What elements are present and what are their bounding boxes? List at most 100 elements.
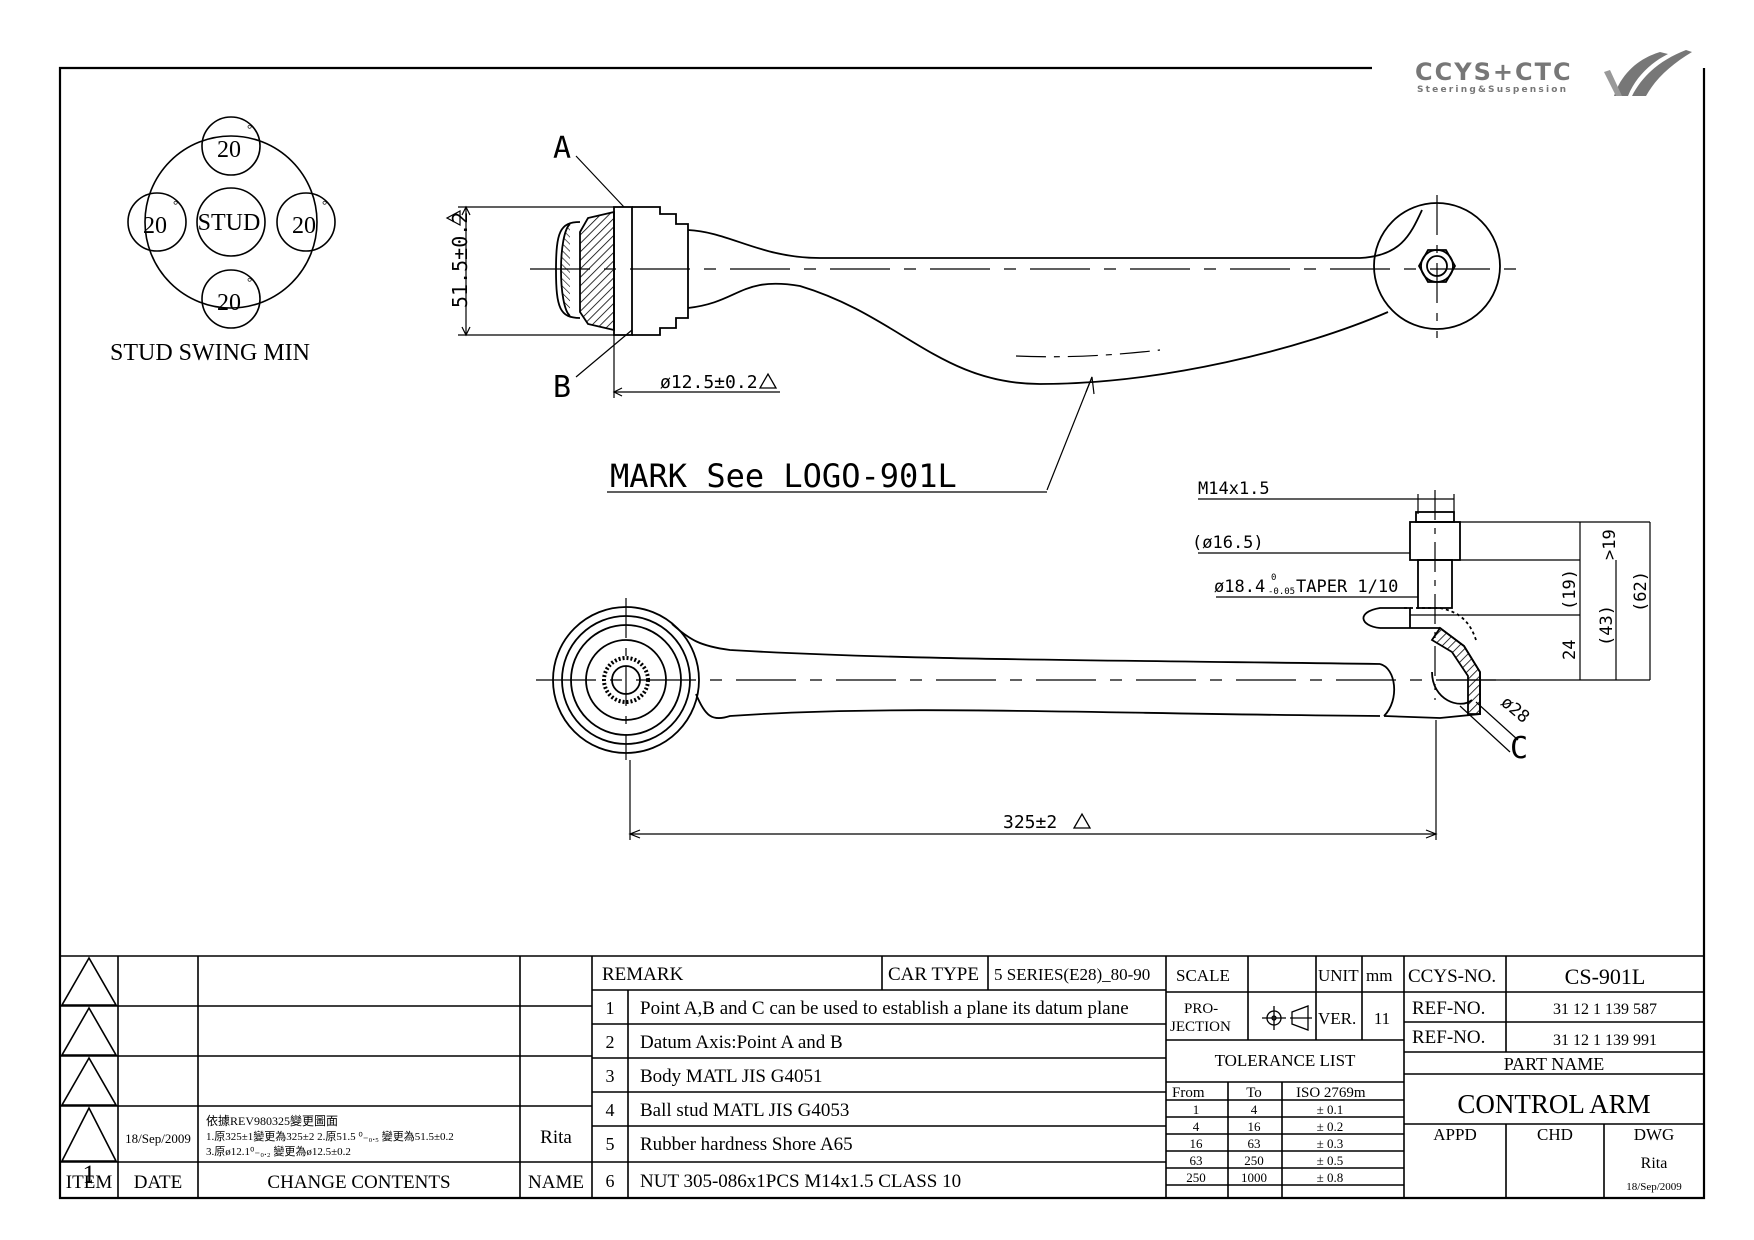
bushing-housing: [632, 206, 689, 336]
rev-change-line-3: 3.原ø12.1⁰₋₀.₂ 變更為ø12.5±0.2: [206, 1144, 351, 1158]
tol-iso-1: ± 0.1: [1317, 1102, 1344, 1117]
bushing-cap-hatch: [560, 223, 571, 317]
revision-triangle-icon: [60, 956, 118, 1006]
tol-to-1: 4: [1251, 1102, 1258, 1117]
bushing-flange: [613, 206, 633, 336]
rev-header-date: DATE: [134, 1172, 183, 1193]
part-name-value: CONTROL ARM: [1457, 1089, 1650, 1119]
arm-lower-edge: [687, 282, 1389, 385]
housing-section-hatch: [1430, 626, 1481, 715]
top-view-centerlines: [530, 195, 1520, 358]
swing-angle-top: 20: [217, 137, 241, 163]
swing-outer-circle: [144, 135, 318, 309]
swing-top-circle: [201, 116, 261, 176]
revision-triangles: [60, 956, 118, 1162]
stud-swing-diagram: [127, 116, 336, 329]
rev-change-line-2: 1.原325±1變更為325±2 2.原51.5 ⁰₋₀.₅ 變更為51.5±0…: [206, 1129, 454, 1143]
arm-neck: [1379, 663, 1396, 717]
swing-degree-bottom: °: [247, 274, 252, 289]
car-type-value: 5 SERIES(E28)_80-90: [994, 965, 1150, 984]
arm-upper-edge-plan: [671, 623, 1381, 665]
ref-no-2-label: REF-NO.: [1412, 1027, 1485, 1048]
car-type-label: CAR TYPE: [888, 964, 979, 985]
remark-no-2: 2: [606, 1032, 615, 1052]
revision-triangle-icon: [60, 1106, 118, 1162]
dim-taper-text: TAPER 1/10: [1296, 577, 1398, 597]
ccys-no-value: CS-901L: [1565, 964, 1646, 989]
remark-text-5: Rubber hardness Shore A65: [640, 1134, 853, 1155]
remark-header: REMARK: [602, 964, 684, 985]
tol-header-to: To: [1246, 1085, 1262, 1101]
tol-from-4: 63: [1190, 1153, 1203, 1168]
tol-to-3: 63: [1248, 1136, 1261, 1151]
remark-text-4: Ball stud MATL JIS G4053: [640, 1100, 849, 1121]
ver-label: VER.: [1318, 1009, 1356, 1028]
unit-label: UNIT: [1318, 966, 1359, 985]
dim-thread: M14x1.5: [1198, 479, 1270, 499]
mark-note: MARK See LOGO-901L: [610, 457, 957, 495]
swing-angle-left: 20: [143, 213, 167, 239]
logo-brand-text: CCYS+CTC: [1415, 58, 1573, 86]
remark-no-3: 3: [606, 1066, 615, 1086]
swing-angle-right: 20: [292, 213, 316, 239]
arm-upper-edge: [687, 209, 1423, 259]
remark-text-6: NUT 305-086x1PCS M14x1.5 CLASS 10: [640, 1171, 961, 1192]
swing-right-circle: [276, 192, 336, 252]
bottom-view-arm: [552, 490, 1481, 754]
swing-angle-bottom: 20: [217, 290, 241, 316]
dim-taper-main: ø18.4: [1214, 577, 1265, 597]
tol-iso-2: ± 0.2: [1317, 1119, 1344, 1134]
ball-seat: [1431, 671, 1473, 705]
dim-28: ø28: [1497, 693, 1533, 728]
tol-header-iso: ISO 2769m: [1296, 1085, 1366, 1101]
dim-19-paren: (19): [1560, 569, 1580, 610]
nut-hex: [1417, 249, 1457, 283]
top-view-dim-text: 51.5±0.2 A B ø12.5±0.2 MARK See LOGO-901…: [445, 131, 957, 495]
dwg-value: Rita: [1641, 1155, 1668, 1172]
dim-19: >19: [1600, 529, 1620, 560]
rev-header-name: NAME: [528, 1172, 584, 1193]
unit-value: mm: [1366, 966, 1392, 985]
tol-from-1: 1: [1193, 1102, 1200, 1117]
swing-degree-right: °: [322, 197, 327, 212]
point-c-label: C: [1510, 731, 1528, 766]
tol-from-3: 16: [1190, 1136, 1204, 1151]
swing-degree-top: °: [247, 121, 252, 136]
bottom-view-centerlines: [536, 598, 1520, 760]
ref-no-1-label: REF-NO.: [1412, 998, 1485, 1019]
bushing-rubber-section: [579, 210, 615, 332]
rev-change-line-1: 依據REV980325變更圖面: [206, 1113, 338, 1128]
tol-to-2: 16: [1248, 1119, 1262, 1134]
projection-symbol-icon: [1262, 1005, 1312, 1031]
tol-iso-4: ± 0.5: [1317, 1153, 1344, 1168]
bushing-cap: [555, 221, 581, 319]
tol-to-4: 250: [1244, 1153, 1264, 1168]
tolerance-title: TOLERANCE LIST: [1215, 1051, 1356, 1070]
dim-62: (62): [1631, 571, 1651, 612]
dim-taper-lower: -0.05: [1268, 587, 1295, 597]
dim-dia-16: (ø16.5): [1192, 533, 1264, 553]
remark-no-1: 1: [606, 998, 615, 1018]
chd-label: CHD: [1537, 1125, 1573, 1144]
ccys-no-label: CCYS-NO.: [1408, 966, 1496, 987]
dim-43: (43): [1597, 605, 1617, 646]
projection-label-2: JECTION: [1170, 1019, 1231, 1035]
tol-iso-5: ± 0.8: [1317, 1170, 1344, 1185]
tol-from-2: 4: [1193, 1119, 1200, 1134]
dwg-label: DWG: [1634, 1125, 1675, 1144]
remark-text-2: Datum Axis:Point A and B: [640, 1032, 843, 1053]
rev-name-value: Rita: [540, 1127, 572, 1148]
stud-swing-caption: STUD SWING MIN: [110, 340, 310, 366]
dim-length: 325±2: [1003, 812, 1057, 833]
dwg-date: 18/Sep/2009: [1626, 1181, 1682, 1193]
part-name-label: PART NAME: [1504, 1054, 1604, 1074]
tol-header-from: From: [1172, 1085, 1205, 1101]
logo-swoosh-icon: [1604, 50, 1692, 96]
swing-degree-left: °: [173, 197, 178, 212]
rev-header-item: ITEM: [66, 1172, 113, 1193]
arm-lower-edge-plan: [695, 693, 1381, 720]
rev-header-changes: CHANGE CONTENTS: [267, 1172, 450, 1193]
dust-boot: [1362, 607, 1411, 629]
ref-no-2-value: 31 12 1 139 991: [1553, 1032, 1657, 1049]
